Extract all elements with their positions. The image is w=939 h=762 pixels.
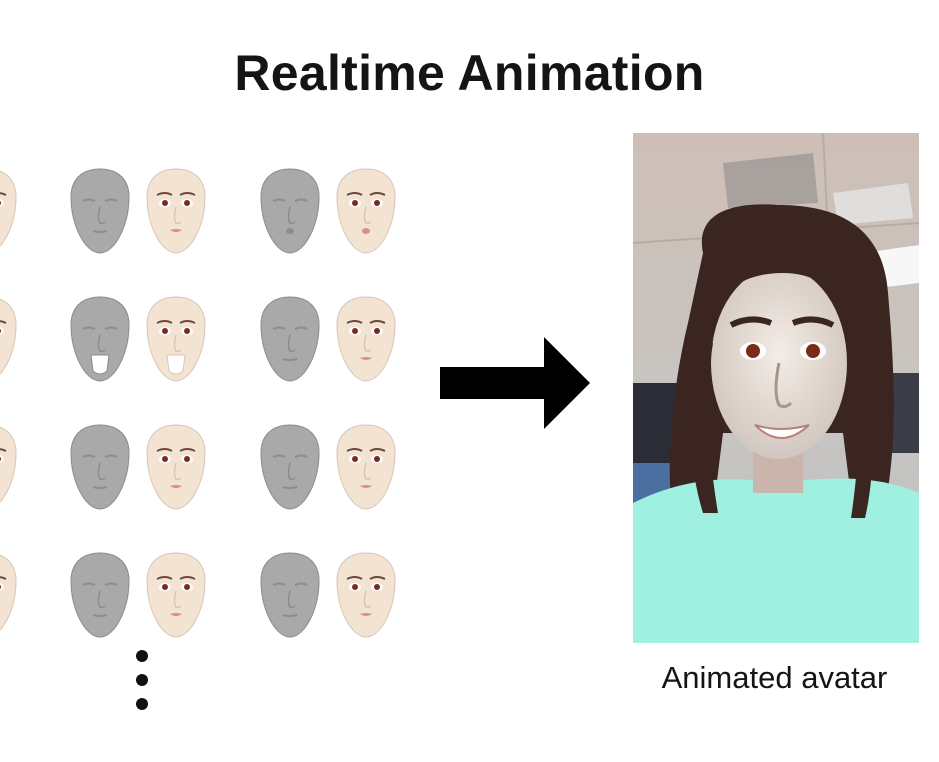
face-colored <box>331 167 401 262</box>
animated-avatar-image <box>633 133 919 643</box>
face-neutral-gray <box>65 551 135 646</box>
page-title: Realtime Animation <box>234 45 705 101</box>
face-colored <box>0 167 22 262</box>
face-colored <box>331 295 401 390</box>
face-colored <box>141 295 211 390</box>
face-colored <box>141 167 211 262</box>
face-colored <box>331 551 401 646</box>
blendshape-grid <box>0 0 430 762</box>
face-neutral-gray <box>255 295 325 390</box>
face-colored <box>0 551 22 646</box>
right-arrow-icon <box>440 337 590 429</box>
face-colored <box>331 423 401 518</box>
face-neutral-gray <box>255 167 325 262</box>
avatar-caption: Animated avatar <box>661 660 888 695</box>
face-colored <box>141 423 211 518</box>
face-colored <box>141 551 211 646</box>
face-neutral-gray <box>65 423 135 518</box>
face-colored <box>0 295 22 390</box>
face-neutral-gray <box>65 167 135 262</box>
vertical-ellipsis-icon <box>132 650 152 714</box>
face-neutral-gray <box>255 423 325 518</box>
face-neutral-gray <box>65 295 135 390</box>
face-neutral-gray <box>255 551 325 646</box>
face-colored <box>0 423 22 518</box>
